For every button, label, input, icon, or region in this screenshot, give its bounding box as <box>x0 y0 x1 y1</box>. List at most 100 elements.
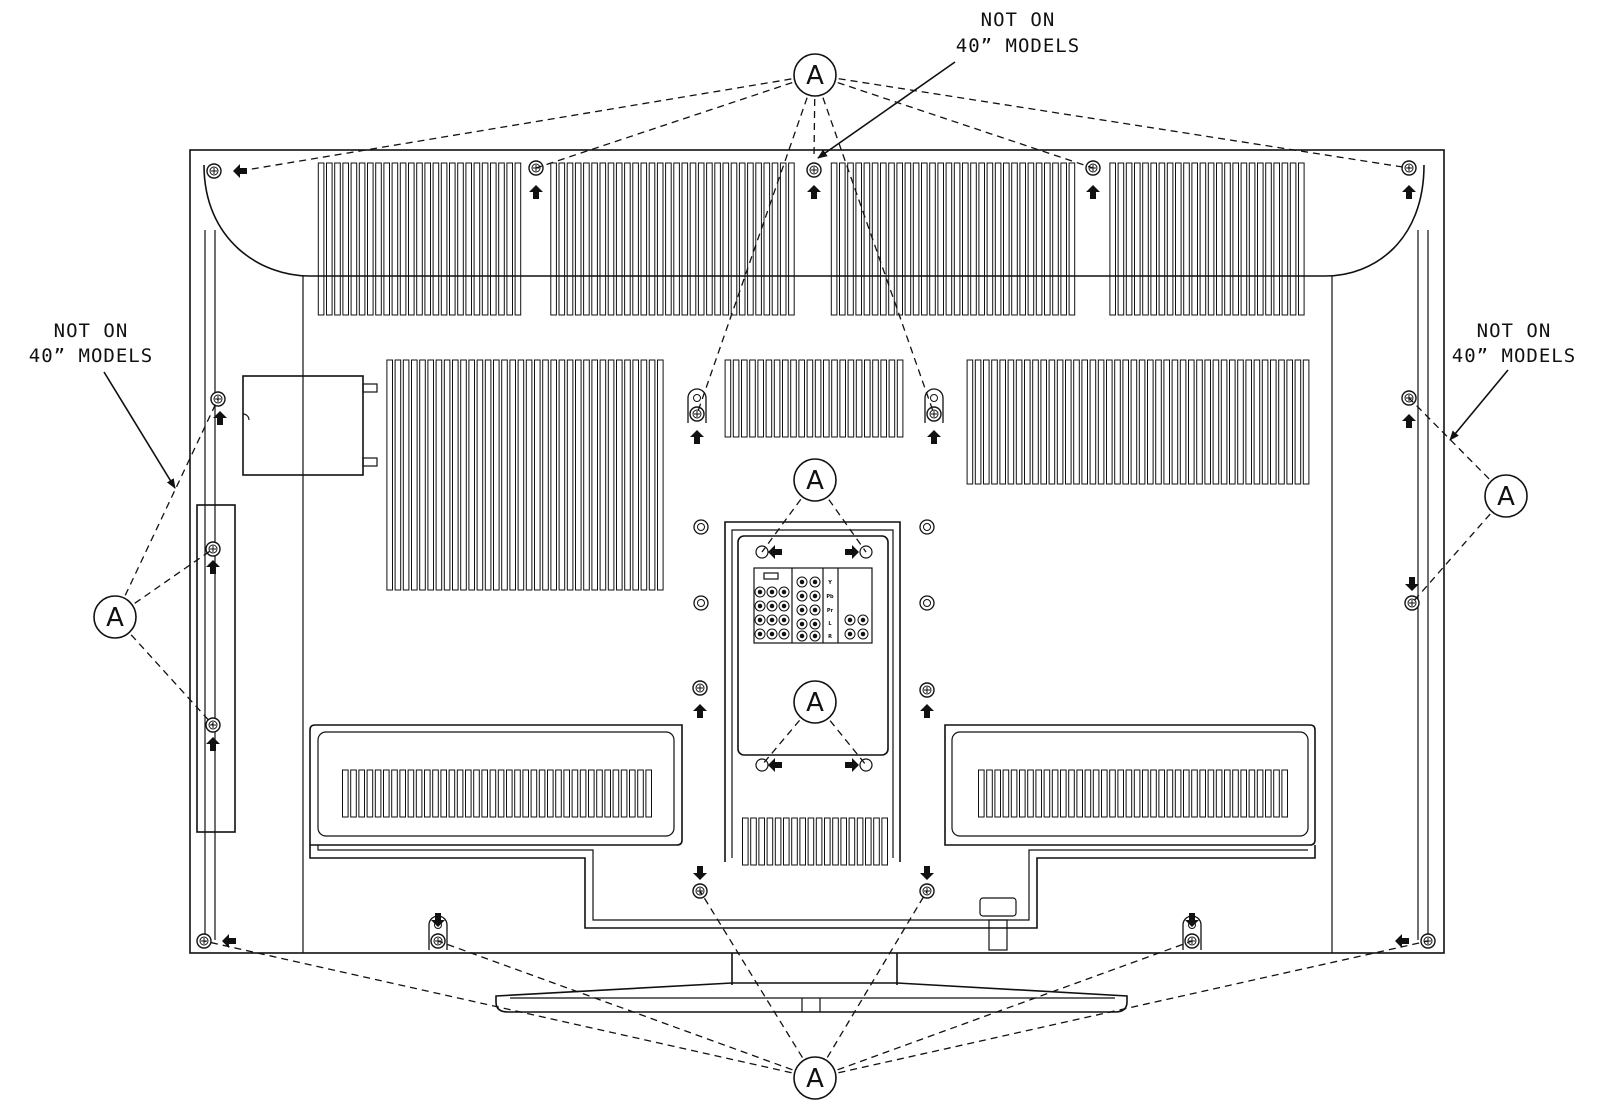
screw <box>806 162 822 199</box>
vent-slot <box>1199 769 1207 818</box>
vent-slot <box>465 162 472 316</box>
leader-line <box>814 74 1094 169</box>
vent-slot <box>579 769 587 818</box>
jack-port <box>809 576 821 588</box>
vent-slot <box>473 162 481 316</box>
vent-slot <box>522 769 530 818</box>
vent-slot <box>741 359 748 438</box>
vent-slot <box>542 359 549 591</box>
vent-slot <box>1051 769 1059 818</box>
vent-slot <box>456 769 464 818</box>
vent-slot <box>856 817 864 866</box>
vent-slot <box>583 359 590 591</box>
vent-slot <box>596 769 603 818</box>
callout-label: A <box>806 61 824 91</box>
vent-slot <box>1011 162 1018 316</box>
jack-label-l: L <box>828 621 832 627</box>
vent-slot <box>706 162 713 316</box>
vent-slot <box>1109 162 1117 316</box>
vent-slot <box>1101 769 1108 818</box>
vent-slot <box>782 359 789 438</box>
vent-slot <box>1248 162 1256 316</box>
vent-slot <box>514 162 522 316</box>
vent-slot <box>566 162 574 316</box>
vent-slot <box>1281 162 1289 316</box>
vent-slot <box>632 162 639 316</box>
vent-slot <box>374 769 382 818</box>
vent-slot <box>974 359 982 485</box>
vent-slot <box>1289 162 1297 316</box>
vent-slot <box>750 817 757 866</box>
vent-slot <box>1224 769 1231 818</box>
callout-label: A <box>806 466 824 496</box>
vent-slot <box>1171 359 1179 485</box>
note-right-line1: NOT ON <box>1477 320 1552 342</box>
vent-slot <box>399 162 407 316</box>
vent-slot <box>855 359 863 438</box>
indicator-arrow-icon <box>768 758 782 772</box>
jack-port <box>809 618 821 630</box>
vent-slot <box>383 769 390 818</box>
vent-slot <box>550 359 558 591</box>
vent-slot <box>921 162 928 316</box>
vent-slot <box>1084 769 1092 818</box>
vent-slot <box>814 359 822 438</box>
vent-slot <box>427 359 434 591</box>
vent-slot <box>550 162 557 316</box>
mount-hole <box>693 519 709 535</box>
vent-slot <box>1002 769 1010 818</box>
leader-line <box>814 74 935 415</box>
indicator-arrow-icon <box>1405 577 1419 591</box>
indicator-arrow-icon <box>206 560 220 574</box>
indicator-arrow-icon <box>920 866 934 880</box>
vent-slot <box>1015 359 1023 485</box>
vent-slot <box>945 162 953 316</box>
leader-line <box>437 940 816 1079</box>
vent-slot <box>1032 359 1039 485</box>
tv-outer-frame <box>189 149 1445 954</box>
vent-slot <box>673 162 680 316</box>
vent-slot <box>742 817 749 866</box>
vent-slot <box>970 162 977 316</box>
vent-slot <box>774 817 782 866</box>
vent-slot <box>1024 359 1031 485</box>
vent-slot <box>1142 162 1149 316</box>
indicator-arrow-icon <box>693 704 707 718</box>
center-recess <box>724 521 901 862</box>
vent-slot <box>514 769 521 818</box>
vent-slot <box>880 162 887 316</box>
tv-back-panel <box>189 149 1445 1013</box>
vent-slot <box>1073 359 1080 485</box>
vent-slot <box>419 359 426 591</box>
vent-slot <box>791 817 798 866</box>
vent-slot <box>629 769 636 818</box>
vent-slot <box>1117 162 1125 316</box>
vent-slot <box>424 769 431 818</box>
vent-slot <box>1224 162 1231 316</box>
leader-line <box>699 890 816 1079</box>
vent-slot <box>839 359 847 438</box>
vent-slot <box>1134 162 1141 316</box>
vent-slot <box>1265 162 1272 316</box>
vent-slot <box>350 162 358 316</box>
vent-slot <box>896 162 904 316</box>
note-top-line2: 40” MODELS <box>956 35 1080 57</box>
vent-slot <box>1261 359 1269 485</box>
vent-slot <box>790 359 797 438</box>
vent-slot <box>983 359 990 485</box>
vent-slot <box>840 817 848 866</box>
vent-slot <box>624 359 631 591</box>
vent-slot <box>848 817 856 866</box>
jack-port <box>809 604 821 616</box>
vent-slot <box>493 359 500 591</box>
vent-slot <box>732 359 740 438</box>
vent-slot <box>1081 359 1089 485</box>
vent-slot <box>1253 359 1261 485</box>
vent-slot <box>779 162 787 316</box>
jack-port <box>778 600 790 612</box>
leader-line <box>239 74 816 172</box>
vent-slot <box>1142 769 1149 818</box>
jack-port <box>778 614 790 626</box>
mount-hole <box>919 595 935 611</box>
vent-slot <box>991 359 998 485</box>
